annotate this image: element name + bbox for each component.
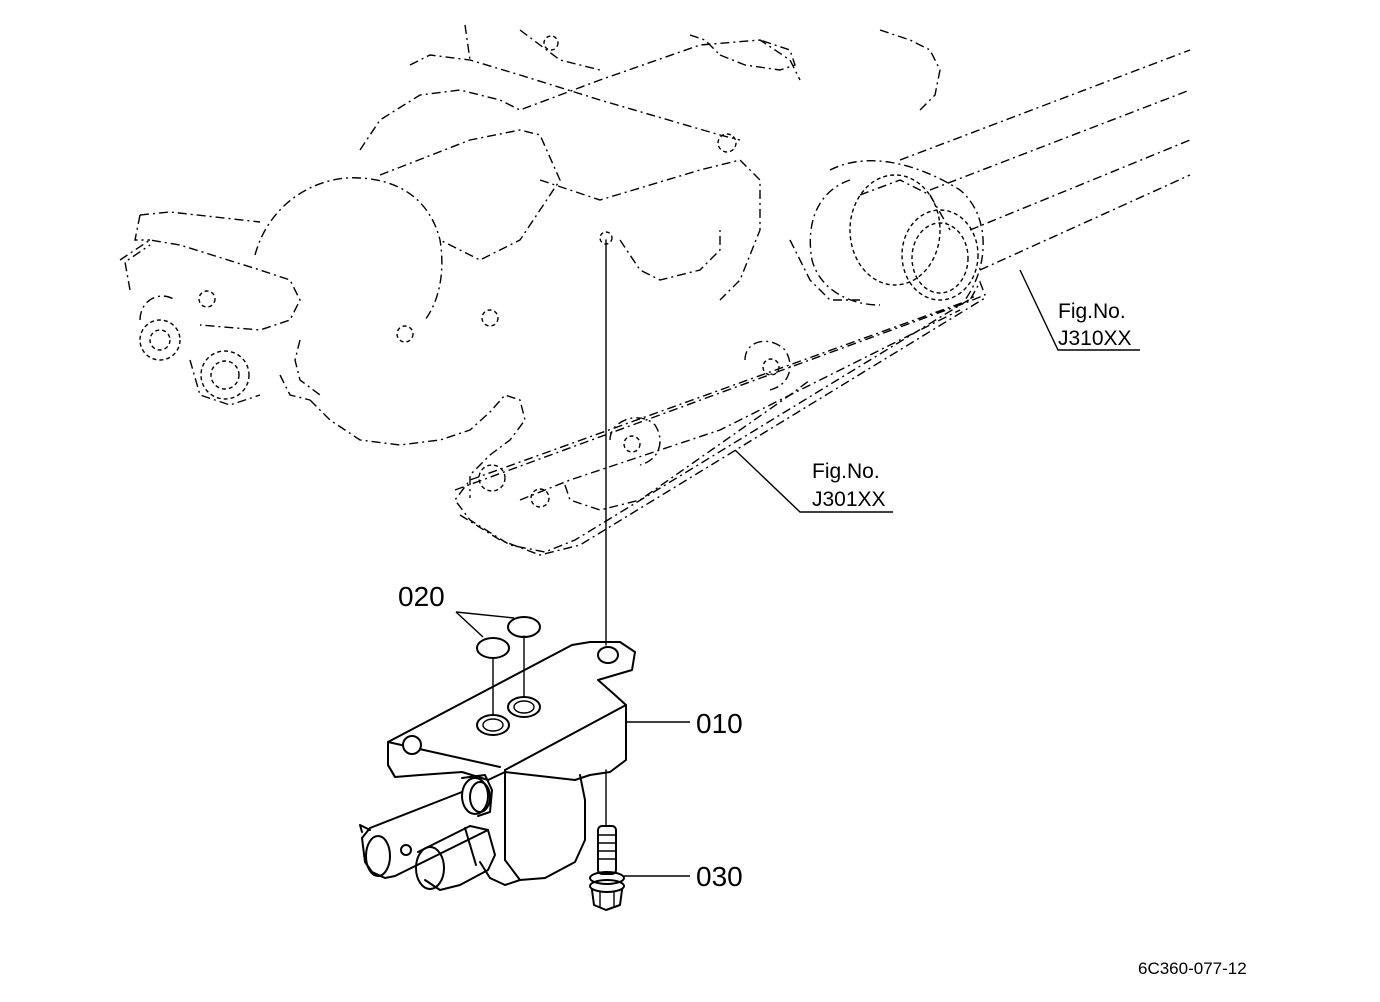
leader-lines: [455, 269, 1140, 877]
part-label-030: 030: [696, 861, 743, 892]
o-ring-part-020: [476, 616, 541, 659]
valve-block-part-010: [359, 641, 636, 891]
part-label-010: 010: [696, 708, 743, 739]
figure-reference-1-line1: Fig.No.: [1058, 300, 1126, 323]
drawing-code: 6C360-077-12: [1138, 959, 1247, 978]
figure-reference-2-line1: Fig.No.: [812, 460, 880, 483]
part-label-020: 020: [398, 581, 445, 612]
transmission-housing: [119, 24, 1191, 556]
figure-reference-1-line2: J310XX: [1058, 327, 1132, 350]
figure-reference-2-line2: J301XX: [812, 488, 886, 511]
bolt-part-030: [589, 825, 625, 911]
